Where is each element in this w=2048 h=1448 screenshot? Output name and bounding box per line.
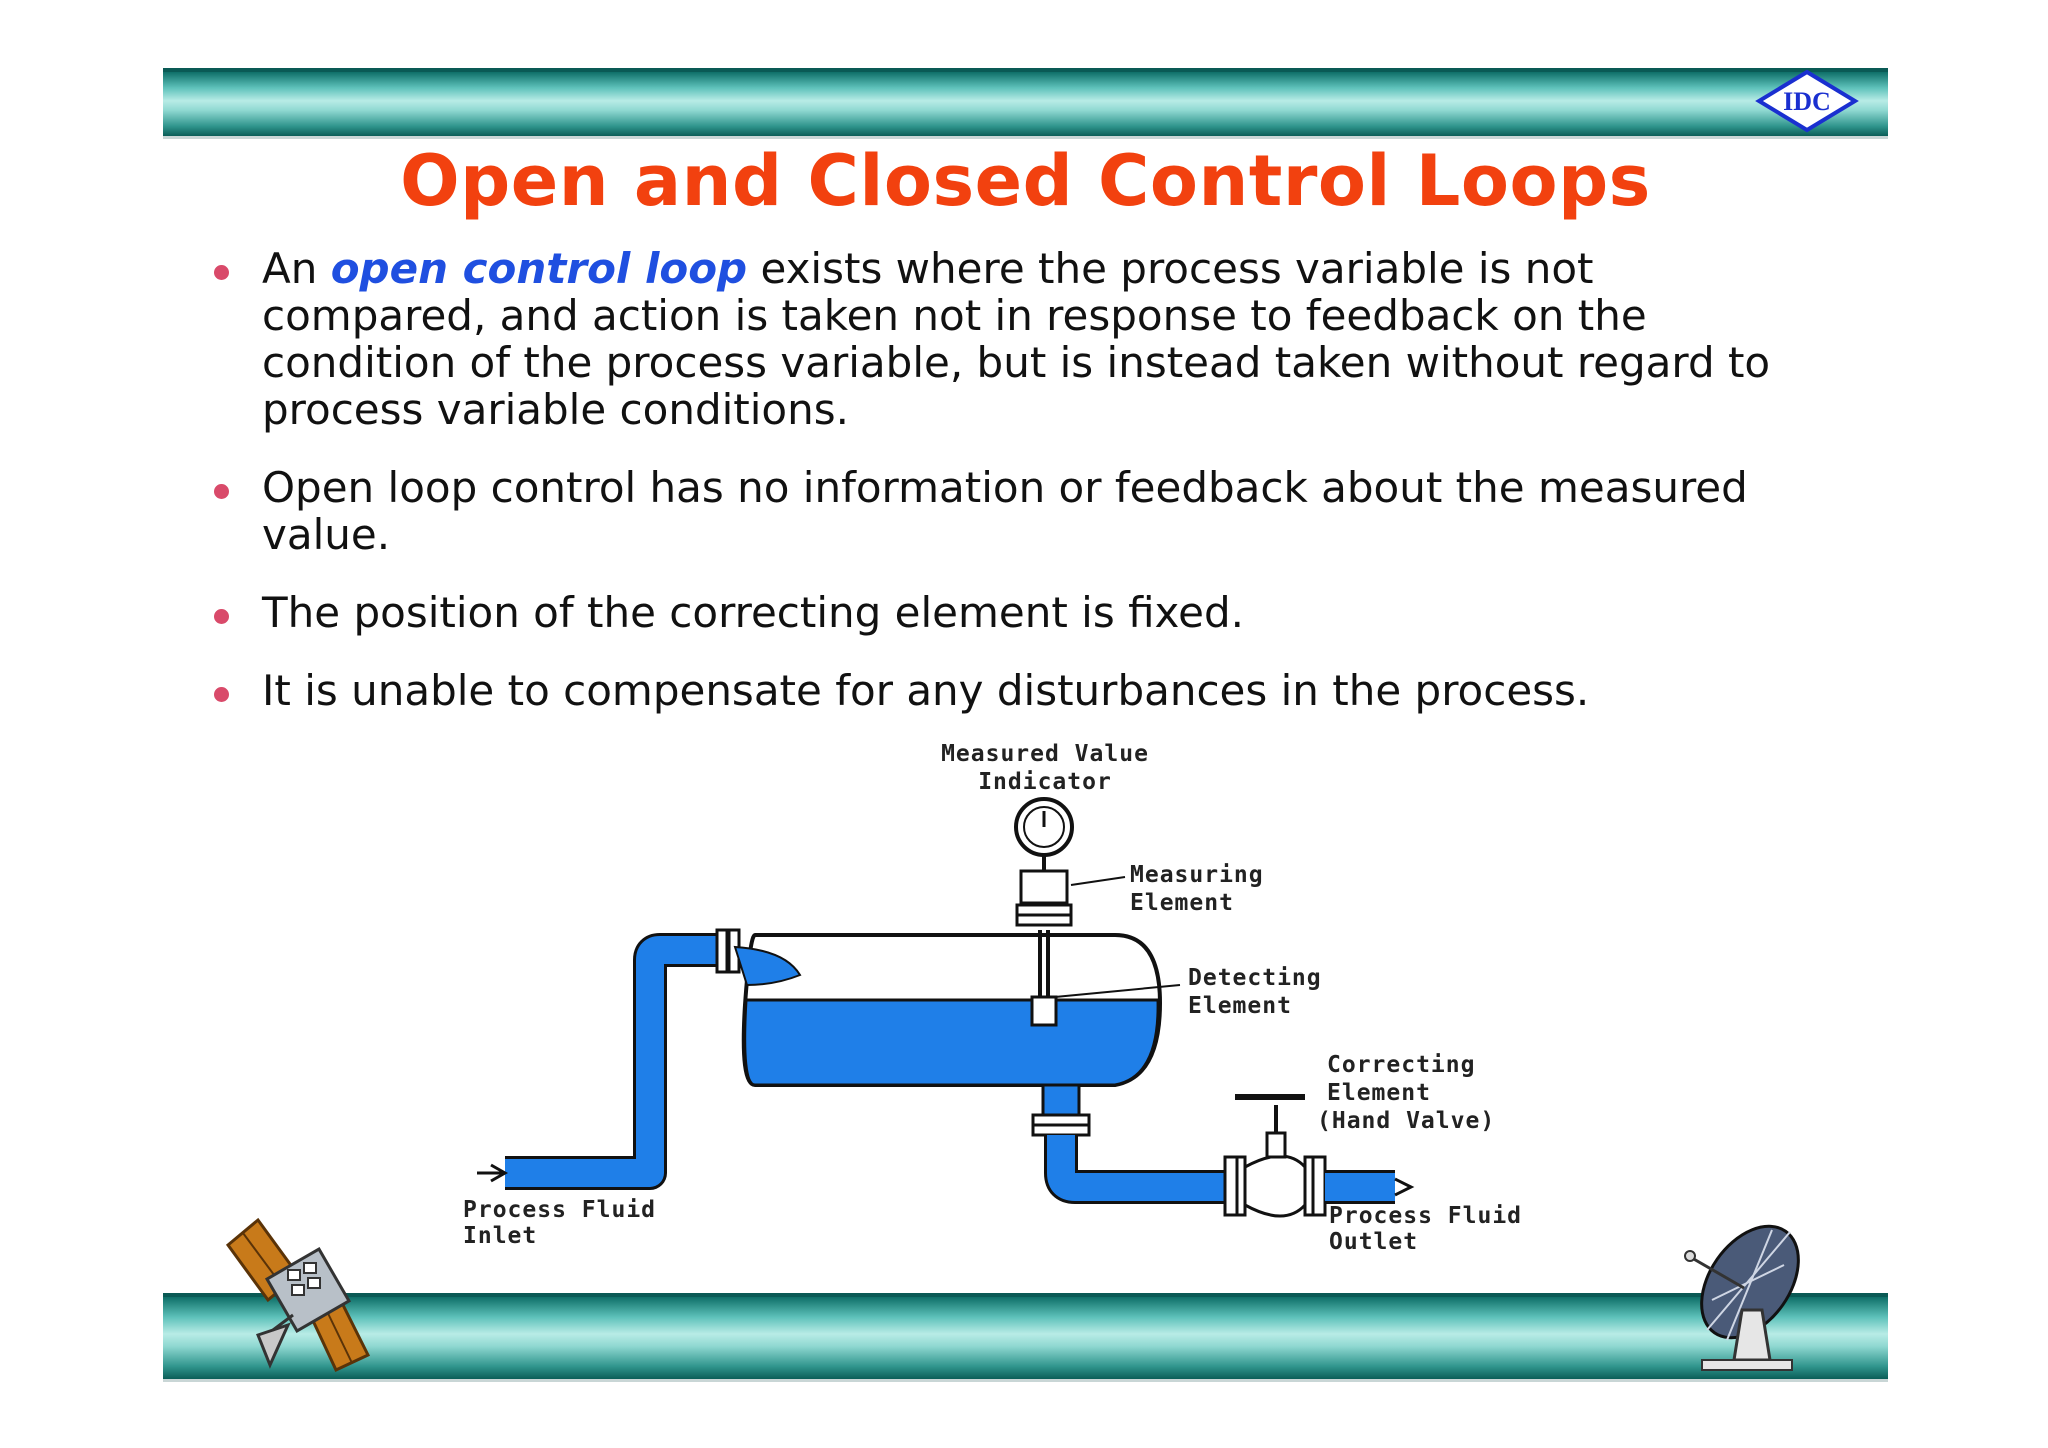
label-process-fluid-inlet: Process Fluid [463,1197,656,1223]
label-measured-value: Measured Value [941,741,1149,767]
idc-logo: IDC [1755,69,1859,133]
label-outlet: Outlet [1329,1229,1418,1255]
bullet-item: The position of the correcting element i… [210,589,1830,636]
label-measuring: Measuring [1130,862,1264,888]
bullet-prefix: An [262,244,331,293]
measuring-element-icon [1019,869,1069,905]
open-loop-diagram: Measured Value Indicator Measuring Eleme… [463,741,1522,1255]
satellite-dish-icon [1684,1224,1800,1371]
bullet-text: Open loop control has no information or … [262,463,1748,559]
bullet-text: It is unable to compensate for any distu… [262,666,1590,715]
label-indicator: Indicator [978,769,1112,795]
bullet-text: The position of the correcting element i… [262,588,1244,637]
detecting-element-icon [1030,995,1058,1027]
label-measuring-element: Element [1130,890,1234,916]
label-detecting: Detecting [1188,965,1322,991]
bullet-text: exists where the process variable is not… [262,244,1771,434]
bullet-item: An open control loop exists where the pr… [210,245,1830,433]
label-hand-valve: (Hand Valve) [1317,1108,1495,1134]
label-inlet: Inlet [463,1223,537,1249]
inlet-pipe [505,933,720,1190]
bullet-dot-icon [214,687,229,702]
hand-valve-icon [1223,1094,1327,1218]
bullet-list: An open control loop exists where the pr… [210,245,1830,745]
header-band [163,68,1888,136]
bullet-dot-icon [214,609,229,624]
label-correcting: Correcting [1327,1052,1475,1078]
bullet-item: It is unable to compensate for any distu… [210,667,1830,714]
label-correcting-element: Element [1327,1080,1431,1106]
fluid-level [743,998,1160,1087]
bullet-item: Open loop control has no information or … [210,464,1830,558]
slide-title: Open and Closed Control Loops [400,140,1651,222]
satellite-icon [225,1217,371,1372]
gauge-icon [1014,797,1074,857]
logo-text: IDC [1783,87,1831,116]
bullet-dot-icon [214,484,229,499]
label-process-fluid-outlet: Process Fluid [1329,1203,1522,1229]
bullet-emphasis: open control loop [330,244,748,293]
label-detecting-element: Element [1188,993,1292,1019]
bullet-dot-icon [214,265,229,280]
footer-band [163,1293,1888,1379]
